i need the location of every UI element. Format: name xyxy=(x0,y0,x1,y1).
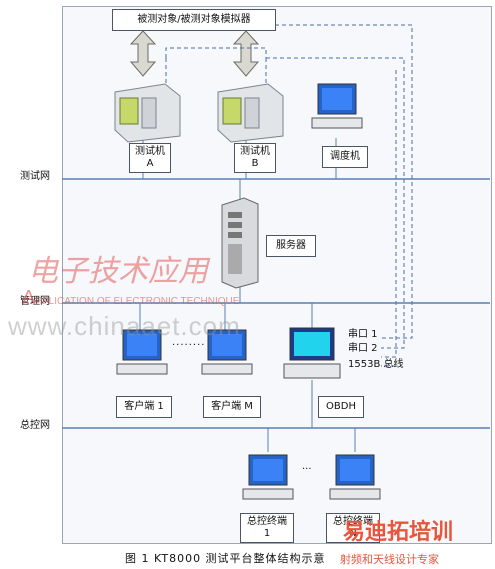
clients-ellipsis: ········ xyxy=(172,340,206,351)
dashed-link-a xyxy=(165,47,267,58)
terminal-1-label: 总控终端 1 xyxy=(240,513,294,543)
control-network-label: 总控网 xyxy=(20,420,50,431)
double-arrow-b xyxy=(232,30,260,77)
watermark-chinese: 电子技术应用 xyxy=(28,254,208,289)
terminal-n-label: 总控终端 N xyxy=(326,513,380,543)
dashed-link-outer xyxy=(275,24,413,339)
brand-subtitle: 射频和天线设计专家 xyxy=(340,553,439,566)
client-m-pc-icon xyxy=(201,329,253,375)
test-machine-a-label: 测试机 A xyxy=(129,143,171,173)
dashed-link-dispatch xyxy=(381,70,397,358)
bus-1553b-label: 1553B 总线 xyxy=(348,359,404,370)
watermark-url: www.chinaaet.com xyxy=(8,311,241,341)
terminals-ellipsis: ··· xyxy=(302,464,312,475)
test-machine-a-icon xyxy=(114,83,181,143)
obdh-pc-icon xyxy=(283,327,341,379)
manage-network-label: 管理网 xyxy=(20,296,50,307)
double-arrow-a xyxy=(129,30,157,77)
obdh-label: OBDH xyxy=(318,396,364,418)
test-network-label: 测试网 xyxy=(20,171,50,182)
client-1-pc-icon xyxy=(116,329,168,375)
client-1-label: 客户端 1 xyxy=(116,396,172,418)
server-label: 服务器 xyxy=(266,235,316,257)
dashed-link-b xyxy=(266,57,405,349)
serial-1-label: 串口 1 xyxy=(348,329,378,340)
serial-2-label: 串口 2 xyxy=(348,343,378,354)
test-machine-b-label: 测试机 B xyxy=(234,143,276,173)
server-icon xyxy=(221,197,259,289)
brand-logo-text: 易迪拓培训 xyxy=(343,520,454,545)
dispatch-pc-icon xyxy=(311,83,363,129)
figure-caption: 图 1 KT8000 测试平台整体结构示意 xyxy=(125,552,326,565)
test-machine-b-icon xyxy=(217,83,284,143)
target-simulator-label: 被测对象/被测对象模拟器 xyxy=(137,14,251,25)
terminal-n-pc-icon xyxy=(329,454,381,500)
target-simulator-box: 被测对象/被测对象模拟器 xyxy=(112,9,276,31)
client-m-label: 客户端 M xyxy=(203,396,261,418)
terminal-1-pc-icon xyxy=(242,454,294,500)
watermark-english: APPLICATION OF ELECTRONIC TECHNIQUE xyxy=(22,287,240,309)
dispatch-label: 调度机 xyxy=(322,146,368,168)
